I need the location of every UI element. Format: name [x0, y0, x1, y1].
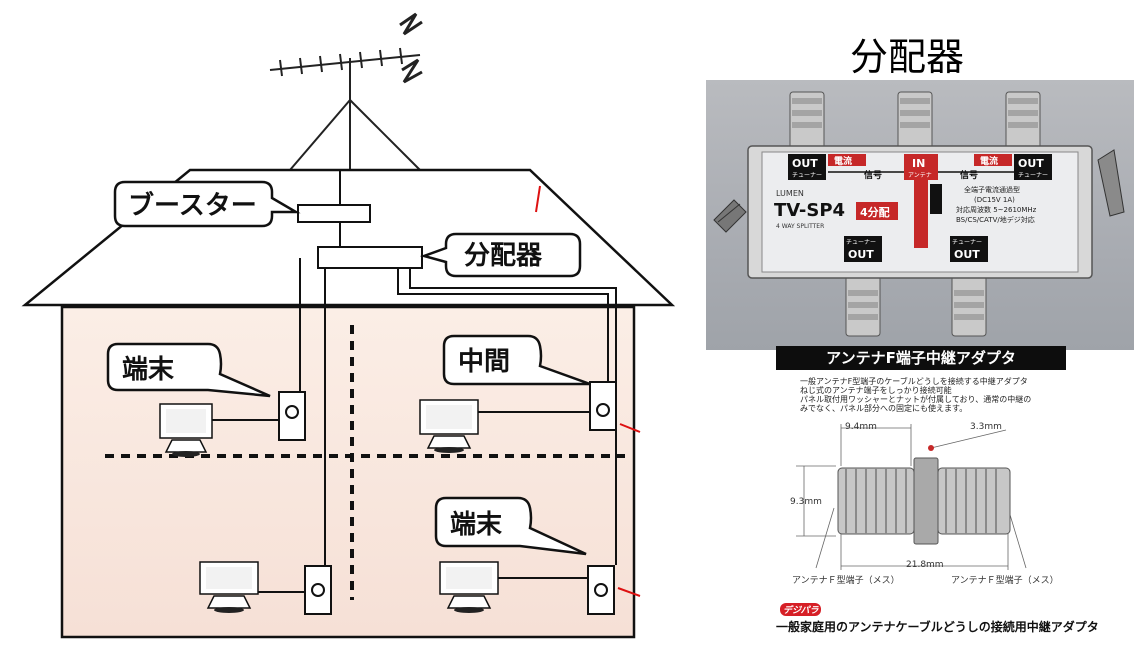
port-out-bottom-right: OUT	[954, 248, 980, 261]
port-out-right-sub: チューナー	[1018, 172, 1048, 179]
spec-line-1: 全端子電流通過型	[964, 185, 1020, 194]
antenna-icon	[269, 12, 423, 171]
port-out-left: OUT	[792, 157, 818, 170]
label-left-terminal: アンテナＦ型端子（メス）	[792, 576, 900, 586]
adapter-description-line: みでなく、パネル部分への固定にも使えます。	[800, 404, 968, 413]
spec-line-2: (DC15V 1A)	[974, 196, 1015, 204]
wall-outlet-icon	[589, 381, 617, 431]
port-out-right: OUT	[1018, 157, 1044, 170]
dim-height: 9.3mm	[790, 497, 822, 507]
callout-splitter-label: 分配器	[464, 241, 543, 271]
wall-outlet-icon	[304, 565, 332, 615]
port-in: IN	[912, 157, 925, 170]
f-connector-icon	[951, 275, 987, 337]
model-subtitle: 4 WAY SPLITTER	[776, 223, 824, 230]
adapter-description-line: ねじ式のアンテナ端子をしっかり接続可能	[800, 386, 952, 395]
f-adapter-icon	[837, 457, 1011, 545]
callout-terminal-right-label: 端末	[450, 510, 503, 540]
spec-line-4: BS/CS/CATV/地デジ対応	[956, 215, 1035, 224]
brand-logo: LUMEN	[776, 189, 804, 198]
adapter-caption: 一般家庭用のアンテナケーブルどうしの接続用中継アダプタ	[776, 620, 1099, 634]
television-icon	[199, 561, 259, 613]
dim-total-length: 21.8mm	[906, 560, 944, 570]
adapter-illustration	[796, 424, 1027, 570]
coax-cables	[212, 170, 617, 593]
television-icon	[159, 403, 213, 457]
dim-nut-width: 3.3mm	[970, 422, 1002, 432]
current-right: 電流	[980, 155, 998, 167]
dim-left-width: 9.4mm	[845, 422, 877, 432]
splitter-device-illustration: OUT チューナー 電流 信号 IN アンテナ 信号 電流 OUT チューナー …	[713, 91, 1125, 337]
screw-icon	[1097, 149, 1125, 217]
signal-left: 信号	[864, 169, 882, 181]
wall-outlet-icon	[587, 565, 615, 615]
model-badge: 4分配	[860, 205, 890, 219]
splitter-title: 分配器	[850, 35, 965, 79]
callout-splitter: 分配器	[419, 232, 582, 278]
callout-terminal-left: 端末	[106, 342, 271, 398]
adapter-badge: デジパラ	[780, 603, 822, 616]
booster-box	[297, 204, 371, 223]
house-wiring-diagram: ブースター 分配器 端末 中間 端末	[21, 12, 676, 639]
callout-intermediate-label: 中間	[458, 347, 510, 377]
adapter-header: アンテナF端子中継アダプタ	[776, 346, 1066, 370]
callout-intermediate: 中間	[442, 334, 591, 386]
television-icon	[439, 561, 499, 613]
callout-terminal-right: 端末	[434, 496, 587, 556]
callout-terminal-left-label: 端末	[122, 355, 175, 385]
signal-right: 信号	[960, 169, 978, 181]
splitter-photo: OUT チューナー 電流 信号 IN アンテナ 信号 電流 OUT チューナー …	[706, 80, 1134, 350]
f-connector-icon	[789, 91, 825, 153]
television-icon	[419, 399, 479, 453]
port-out-bottom-right-sub: チューナー	[952, 239, 982, 246]
model-name: TV-SP4	[774, 200, 845, 221]
f-connector-icon	[897, 91, 933, 153]
wall-outlet-icon	[278, 391, 306, 441]
screw-icon	[713, 199, 747, 233]
splitter-box	[317, 246, 423, 269]
port-out-bottom-left-sub: チューナー	[846, 239, 876, 246]
red-marker-icon	[535, 185, 641, 597]
spec-line-3: 対応周波数 5~2610MHz	[956, 205, 1037, 214]
adapter-description-line: 一般アンテナF型端子のケーブルどうしを接続する中継アダプタ	[800, 377, 1028, 386]
port-in-sub: アンテナ	[908, 172, 932, 179]
port-out-left-sub: チューナー	[792, 172, 822, 179]
label-right-terminal: アンテナＦ型端子（メス）	[951, 576, 1059, 586]
callout-booster-label: ブースター	[128, 190, 257, 221]
adapter-description-line: パネル取付用ワッシャーとナットが付属しており、通常の中継の	[800, 395, 1032, 404]
f-connector-icon	[1005, 91, 1041, 153]
f-connector-icon	[845, 275, 881, 337]
port-out-bottom-left: OUT	[848, 248, 874, 261]
current-left: 電流	[834, 155, 852, 167]
callout-booster: ブースター	[113, 180, 301, 228]
